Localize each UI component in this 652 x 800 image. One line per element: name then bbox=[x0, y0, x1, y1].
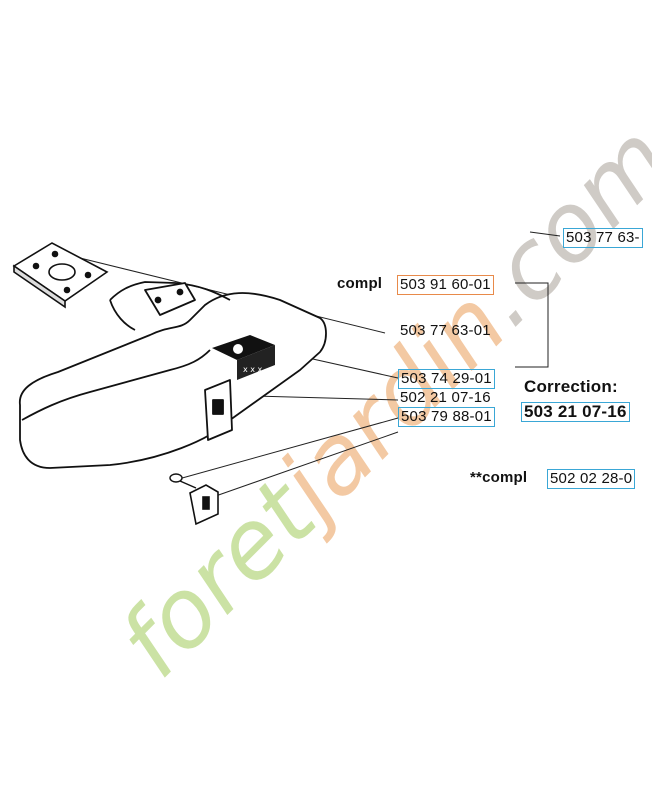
top-right-part-number[interactable]: 503 77 63- bbox=[563, 228, 643, 248]
guard-mount-hole bbox=[176, 288, 184, 296]
mounting-plate-screw-hole bbox=[63, 286, 71, 294]
bracket-slot bbox=[202, 496, 210, 510]
leader-bracket-2 bbox=[209, 431, 399, 499]
assembly-bracket-line bbox=[515, 282, 549, 368]
assembly-part-number[interactable]: 503 91 60-01 bbox=[397, 275, 494, 295]
mounting-plate-hole bbox=[48, 263, 76, 281]
leader-top-right bbox=[529, 231, 561, 237]
mounting-plate-screw-hole bbox=[32, 262, 40, 270]
warning-label-xxx: x x x bbox=[243, 365, 263, 374]
guard-top-edge bbox=[109, 281, 231, 301]
guard-mount-hole bbox=[154, 296, 162, 304]
leader-bracket-1 bbox=[174, 417, 399, 481]
warning-label-icon bbox=[233, 344, 243, 354]
guard-mount-tab bbox=[144, 282, 196, 316]
mounting-plate-edge bbox=[13, 264, 66, 309]
mounting-plate bbox=[12, 242, 109, 309]
guard-slot-screw bbox=[212, 399, 224, 415]
warning-label-pictogram bbox=[212, 335, 275, 360]
bracket-part-number[interactable]: 503 79 88-01 bbox=[398, 407, 495, 427]
screw-part-number: 502 21 07-16 bbox=[400, 389, 491, 406]
correction-part-number[interactable]: 503 21 07-16 bbox=[521, 402, 630, 422]
mounting-plate-screw-hole bbox=[84, 271, 92, 279]
compl-label: compl bbox=[337, 275, 383, 292]
guard-ridge bbox=[21, 349, 211, 421]
kit-part-number[interactable]: 502 02 28-0 bbox=[547, 469, 636, 489]
plate-part-number[interactable]: 503 74 29-01 bbox=[398, 369, 495, 389]
warning-label-text bbox=[237, 345, 275, 380]
correction-title: Correction: bbox=[524, 377, 618, 396]
warning-label: x x x bbox=[212, 335, 275, 380]
screw-shank bbox=[179, 480, 197, 489]
screw-head bbox=[169, 473, 183, 483]
guard-left-edge bbox=[109, 299, 136, 331]
compl-kit-label: **compl bbox=[470, 469, 528, 486]
guard-part-number: 503 77 63-01 bbox=[400, 322, 491, 339]
screw bbox=[169, 473, 197, 489]
bracket bbox=[189, 484, 219, 526]
mounting-plate-screw-hole bbox=[51, 250, 59, 258]
